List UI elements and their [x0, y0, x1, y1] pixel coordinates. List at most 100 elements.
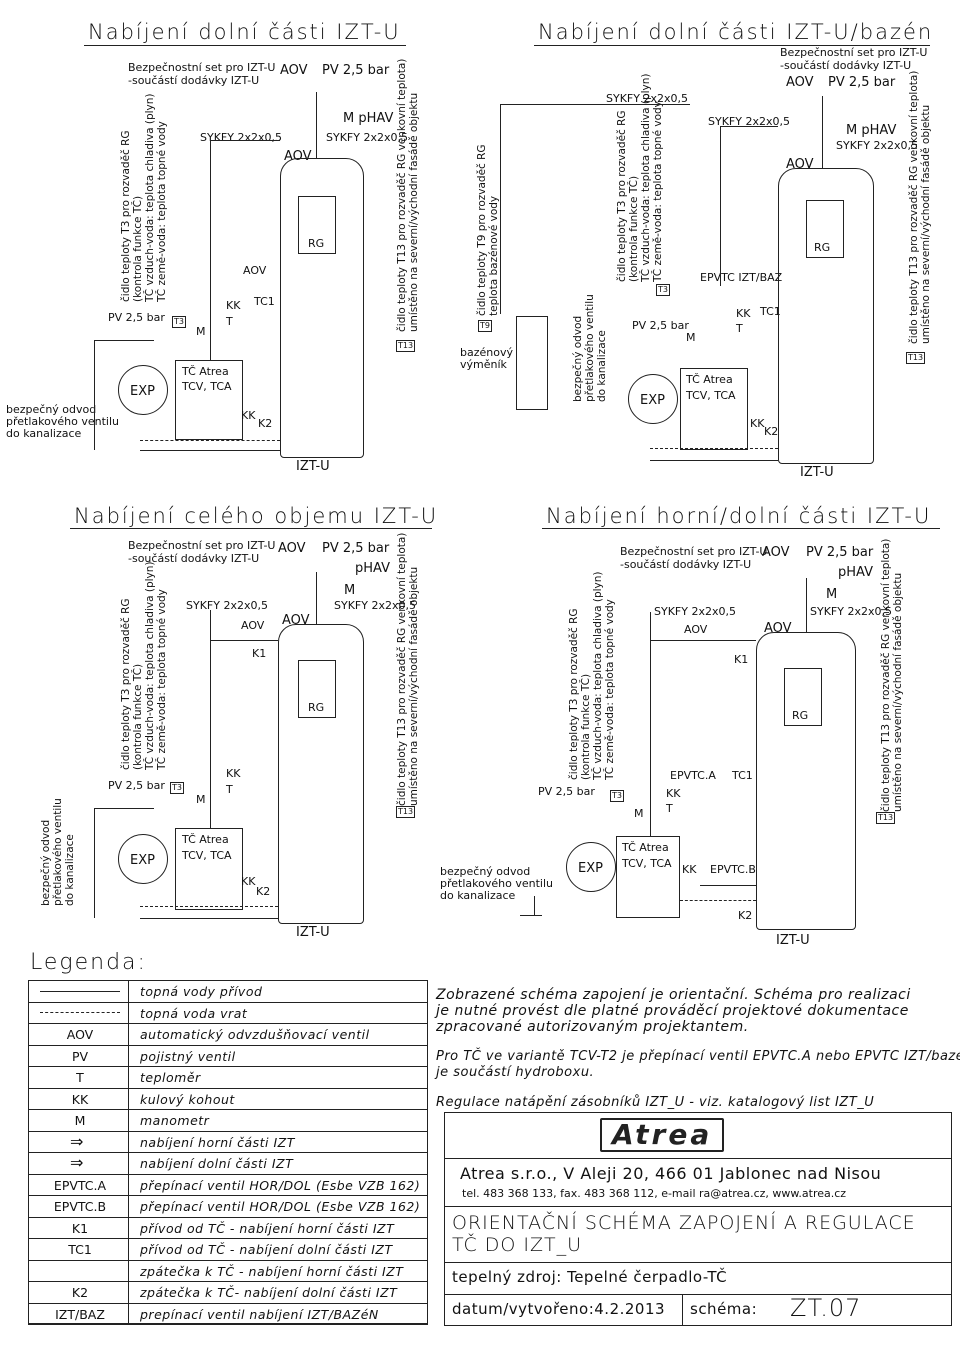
sykfy-left: SYKFY 2x2x0,5 [200, 131, 282, 144]
phav-label: pHAV [355, 561, 390, 576]
legend-description: prepínací ventil nabíjení IZT/BAZéN [140, 1306, 379, 1322]
controller-rg [298, 196, 336, 254]
schema-label: schéma: [690, 1300, 758, 1318]
sykfy-right: SYKFY 2x2x0,5 [836, 139, 918, 152]
kk-label: KK [666, 787, 681, 800]
note-2-line-2: je součástí hydroboxu. [436, 1065, 595, 1080]
t-label: T [226, 315, 233, 328]
safety-set-line-1: Bezpečnostní set pro IZT-U [128, 539, 276, 552]
drain-line-2: přetlakového ventilu [6, 415, 119, 428]
pool-label-1: bazénový [460, 346, 513, 359]
drain-line-1: bezpečný odvod [440, 865, 531, 878]
tank-izt-u [756, 632, 856, 930]
sensor-t13: T13 [396, 340, 416, 352]
tank-label: IZT-U [296, 459, 330, 474]
legend-description: nabíjení horní části IZT [140, 1134, 295, 1150]
heat-pump-box [680, 368, 748, 450]
legend-row-separator [28, 1066, 428, 1067]
legend-description: nabíjení dolní části IZT [140, 1156, 294, 1171]
heat-pump-label-1: TČ Atrea [622, 841, 669, 854]
legend-description: zpátečka k TČ - nabíjení horní části IZT [140, 1263, 404, 1279]
aov-tank-label: AOV [764, 621, 792, 636]
legend-symbol: T [76, 1070, 84, 1085]
note-3: Regulace natápění zásobníků IZT_U - viz.… [436, 1095, 875, 1110]
sensor-t13: T13 [876, 812, 896, 824]
legend-row-separator [28, 1173, 428, 1175]
pv-left-label: PV 2,5 bar [632, 319, 689, 332]
tank-izt-u [778, 168, 874, 464]
aov-small-label: AOV [684, 623, 708, 636]
safety-set-line-1: Bezpečnostní set pro IZT-U [780, 46, 928, 59]
pv-left-label: PV 2,5 bar [538, 785, 595, 798]
k2-label: K2 [738, 909, 753, 922]
legend-symbol: M [74, 1113, 86, 1128]
note-1-line-1: Zobrazené schéma zapojení je orientační.… [436, 987, 911, 1003]
kk-label: KK [226, 767, 241, 780]
legend-symbol: AOV [66, 1027, 94, 1042]
heat-pump-label-1: TČ Atrea [686, 373, 733, 386]
exp-label: EXP [578, 861, 603, 876]
heat-pump-label-2: TCV, TCA [622, 857, 672, 870]
atrea-logo: Atrea [600, 1118, 725, 1152]
aov-label: AOV [786, 75, 814, 90]
title-block-frame [444, 1112, 952, 1326]
sensor-t3-text: čidlo teploty T3 pro rozvaděč RG(kontrol… [120, 93, 169, 302]
panel-2-title: Nabíjení dolní části IZT-U/bazén [538, 20, 934, 44]
heat-pump-box [616, 836, 680, 918]
m-label: M [826, 587, 838, 602]
tc1-label: TC1 [254, 295, 275, 308]
aov-tank-label: AOV [282, 613, 310, 628]
expansion-vessel [566, 842, 616, 892]
tank-label: IZT-U [776, 933, 810, 948]
legend-description: manometr [140, 1113, 210, 1128]
exp-label: EXP [640, 393, 665, 408]
sensor-t3: T3 [610, 790, 624, 802]
sensor-t13-text: čidlo teploty T13 pro rozvaděč RG venkov… [396, 58, 421, 332]
aov-label: AOV [762, 545, 790, 560]
tank-izt-u [278, 624, 364, 924]
rg-label: RG [308, 701, 325, 714]
sensor-t13-text: čidlo teploty T13 pro rozvaděč RG venkov… [880, 538, 905, 812]
drain-line-2: přetlakového ventilu [440, 877, 553, 890]
arrow-icon: ⇒ [70, 1131, 84, 1151]
sensor-t13-text: čidlo teploty T13 pro rozvaděč RG venkov… [396, 532, 421, 806]
k2-label: K2 [258, 417, 273, 430]
controller-rg [298, 660, 336, 718]
controller-rg [784, 668, 822, 726]
m-label: M [196, 325, 206, 338]
heat-pump-box [175, 360, 243, 440]
expansion-vessel [118, 834, 168, 884]
legend-description: přepínací ventil HOR/DOL (Esbe VZB 162) [140, 1199, 421, 1214]
epvtca-label: EPVTC.A [670, 769, 716, 782]
m-gauge-label: M [196, 793, 206, 806]
safety-set-line-2: -součástí dodávky IZT-U [128, 552, 260, 565]
legend-description: pojistný ventil [140, 1048, 236, 1064]
epvtc-label: EPVTC IZT/BAZ [700, 271, 783, 284]
sykfy-top: SYKFY 2x2x0,5 [606, 92, 688, 105]
legend-row-separator [28, 1281, 428, 1282]
sensor-t3-text: čidlo teploty T3 pro rozvaděč RG(kontrol… [568, 571, 617, 780]
m-label: M [344, 583, 356, 598]
pv-top-label: PV 2,5 bar [322, 63, 390, 78]
company-address: Atrea s.r.o., V Aleji 20, 466 01 Jablone… [460, 1164, 882, 1183]
heat-source: tepelný zdroj: Tepelné čerpadlo-TČ [452, 1268, 728, 1286]
legend-row-separator [28, 1195, 428, 1196]
heat-pump-label-2: TCV, TCA [182, 849, 232, 862]
panel-4-title: Nabíjení horní/dolní části IZT-U [546, 504, 932, 528]
legend-description: přívod od TČ - nabíjení horní části IZT [140, 1220, 395, 1236]
legend-description: přívod od TČ - nabíjení dolní části IZT [140, 1242, 393, 1257]
legend-symbol: IZT/BAZ [55, 1306, 105, 1322]
aov-tank-label: AOV [786, 157, 814, 172]
t-label: T [226, 783, 233, 796]
legend-title: Legenda: [30, 950, 147, 975]
tc1-label: TC1 [760, 305, 781, 318]
legend-description: topná vody přívod [140, 984, 263, 999]
schema-number: ZT.07 [790, 1294, 862, 1322]
heat-pump-label-2: TCV, TCA [686, 389, 736, 402]
sensor-t9: T9 [478, 320, 492, 332]
m-label: M [686, 331, 696, 344]
pv-top-label: PV 2,5 bar [322, 541, 390, 556]
exp-label: EXP [130, 853, 155, 868]
